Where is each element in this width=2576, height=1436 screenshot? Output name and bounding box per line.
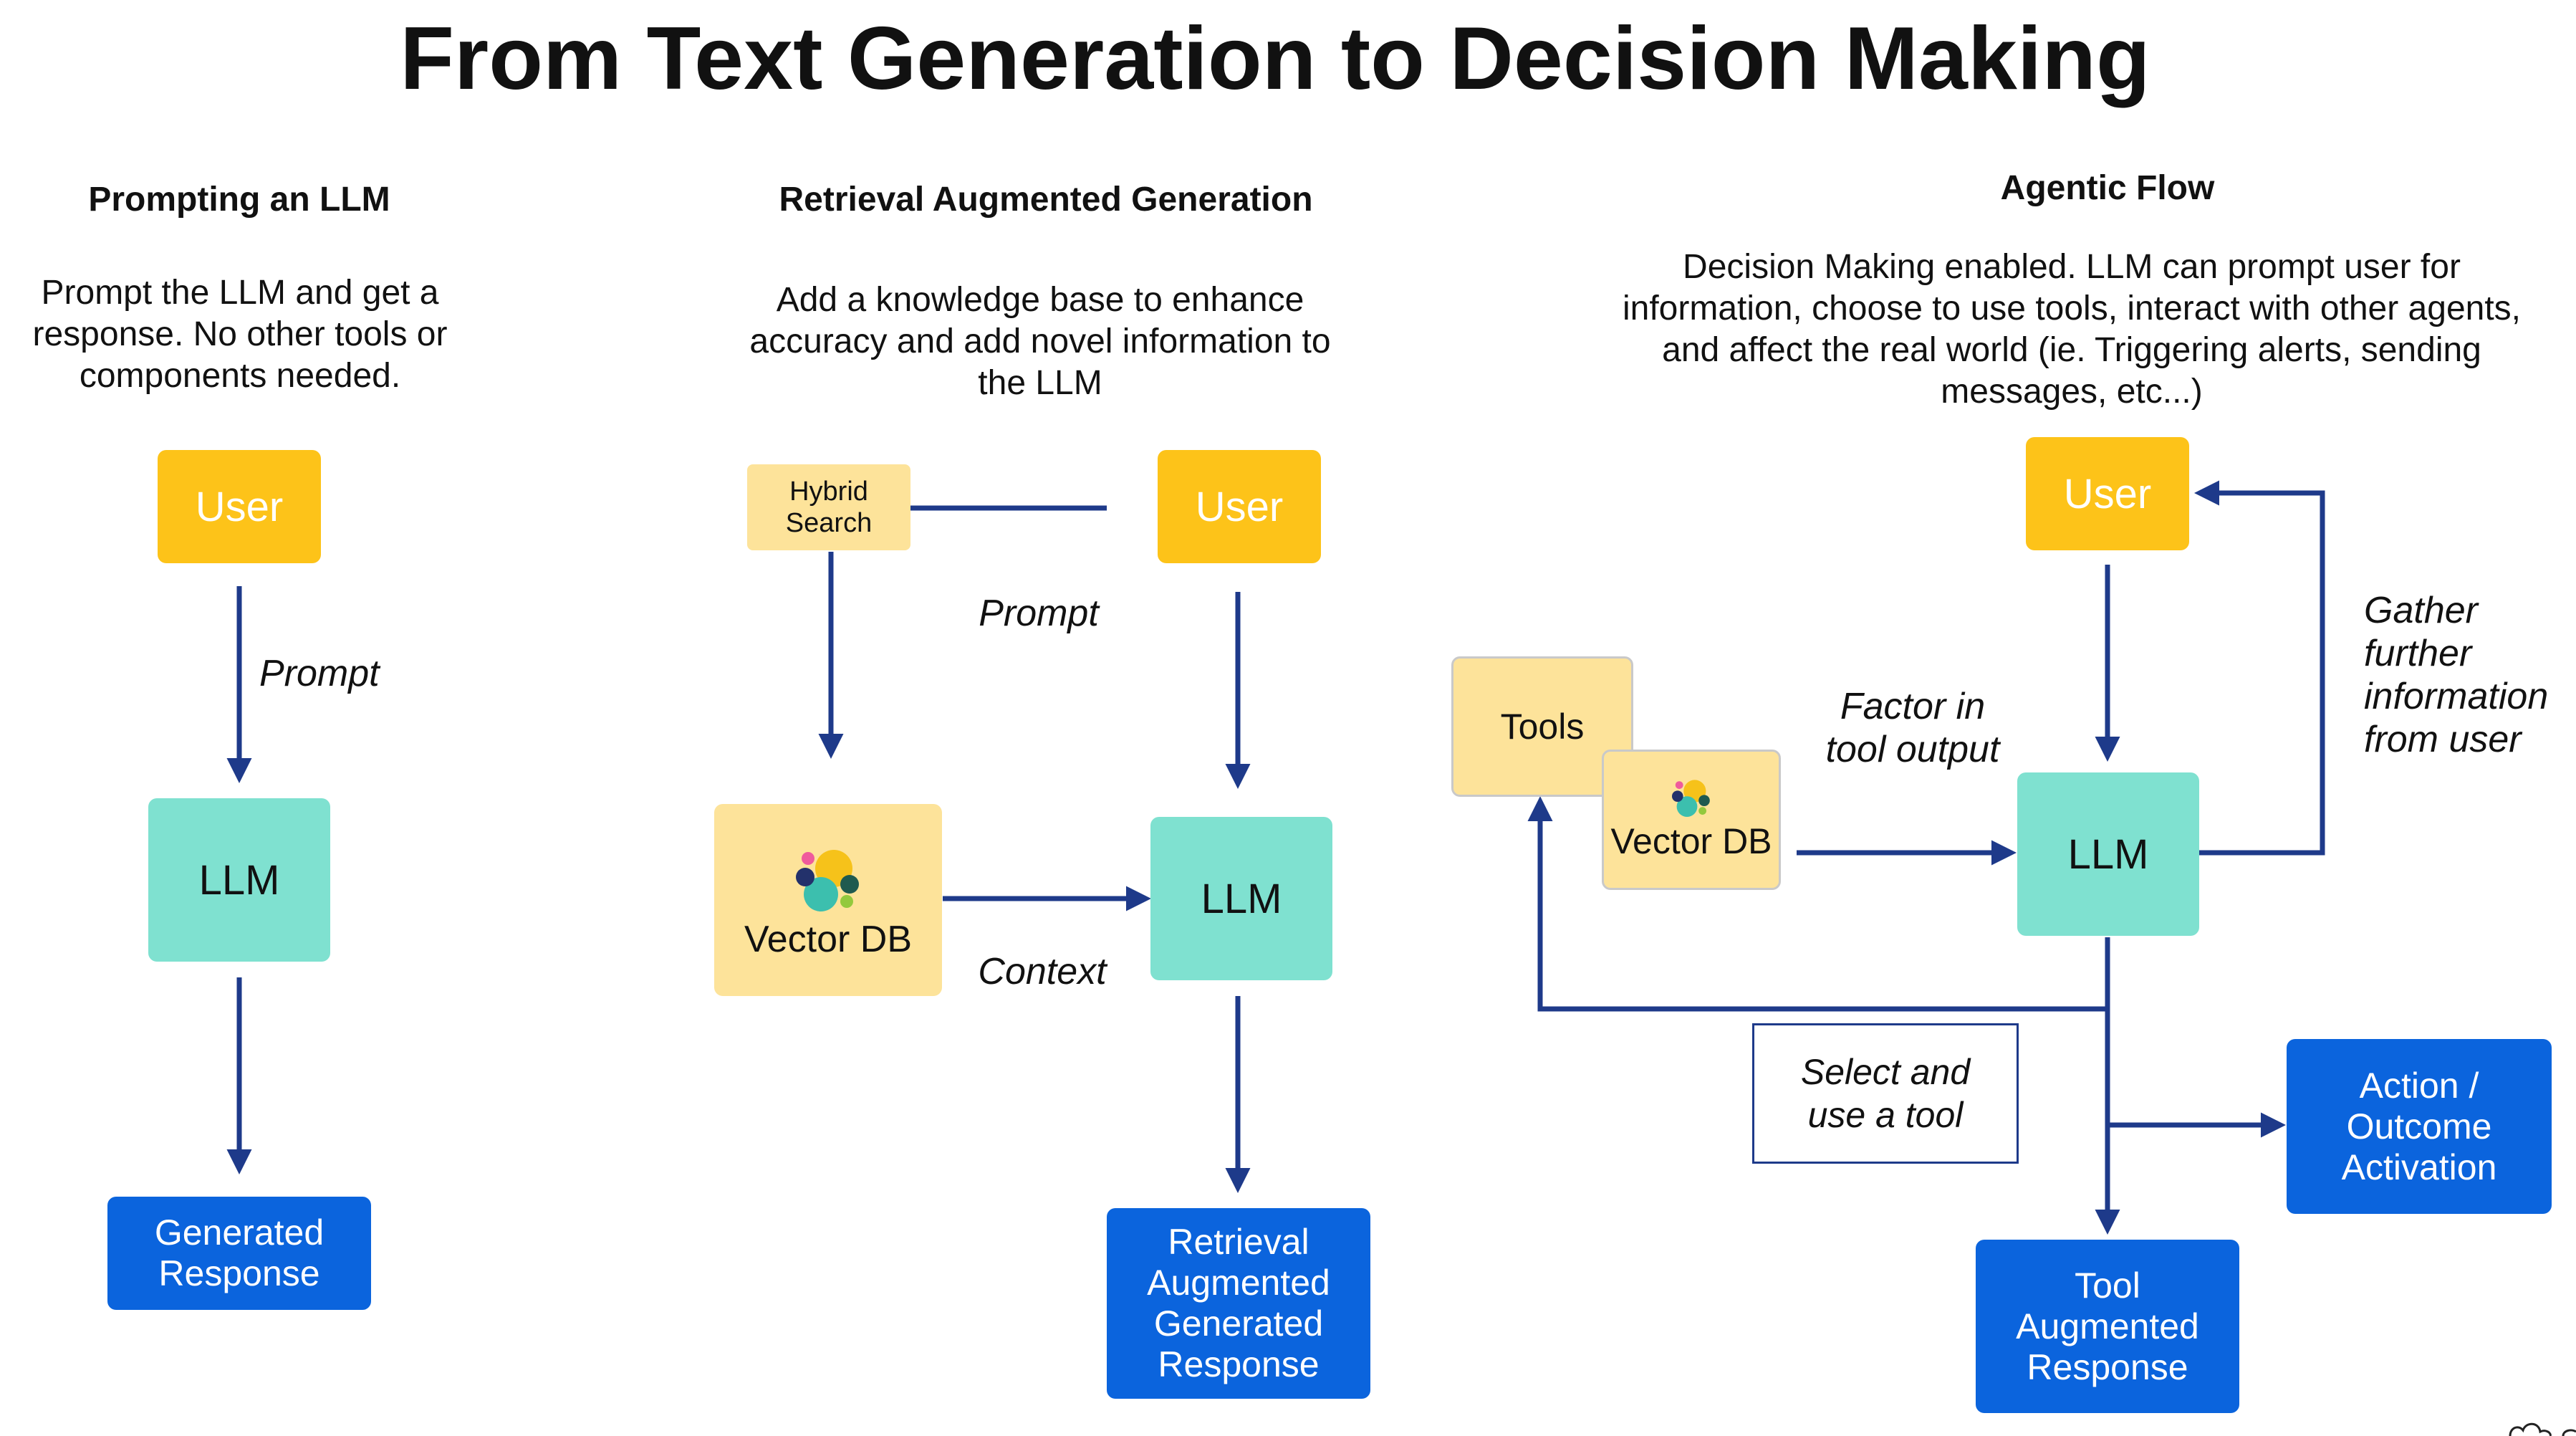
rag-panel-title: Retrieval Augmented Generation — [779, 181, 1313, 219]
prompting-edge-label-prompt: Prompt — [259, 653, 380, 694]
prompting-user-label: User — [195, 483, 284, 530]
agentic-llm-node: LLM — [2017, 772, 2199, 936]
prompting-llm-label: LLM — [198, 856, 280, 904]
cloud-logo-icon — [2509, 1422, 2576, 1436]
agentic-output-label: Tool Augmented Response — [2016, 1265, 2199, 1387]
agentic-edge-label-gather: Gather further information from user — [2364, 590, 2549, 760]
select-tool-label-box: Select and use a tool — [1752, 1023, 2019, 1164]
agentic-user-label: User — [2063, 470, 2152, 517]
action-outcome-node: Action / Outcome Activation — [2287, 1039, 2552, 1214]
arrow-llm-to-tools — [1527, 796, 2110, 1012]
rag-output-node: Retrieval Augmented Generated Response — [1107, 1208, 1370, 1399]
agentic-vector-db-node: Vector DB — [1602, 750, 1781, 890]
agentic-panel-title: Agentic Flow — [2000, 169, 2215, 207]
prompting-output-node: Generated Response — [107, 1197, 371, 1310]
hybrid-search-label: Hybrid Search — [785, 477, 873, 538]
agentic-vector-db-label: Vector DB — [1610, 821, 1772, 861]
rag-vector-db-label: Vector DB — [744, 919, 913, 960]
vector-db-logo-icon — [1672, 780, 1710, 817]
arrow-llm-to-user-feedback — [2194, 480, 2325, 856]
rag-llm-label: LLM — [1201, 875, 1282, 922]
action-outcome-label: Action / Outcome Activation — [2341, 1065, 2497, 1187]
vector-db-logo-icon — [796, 850, 859, 911]
agentic-output-node: Tool Augmented Response — [1976, 1240, 2239, 1413]
rag-user-label: User — [1195, 483, 1284, 530]
rag-vector-db-node: Vector DB — [714, 804, 942, 996]
prompting-user-node: User — [158, 450, 321, 563]
hybrid-search-node: Hybrid Search — [747, 464, 910, 550]
prompting-panel-description: Prompt the LLM and get a response. No ot… — [32, 274, 448, 395]
tools-node: Tools — [1451, 656, 1633, 797]
rag-output-label: Retrieval Augmented Generated Response — [1147, 1222, 1330, 1384]
prompting-output-label: Generated Response — [154, 1212, 325, 1293]
rag-edge-label-context: Context — [978, 951, 1107, 992]
rag-user-node: User — [1158, 450, 1321, 563]
page-title: From Text Generation to Decision Making — [400, 9, 2150, 108]
select-tool-label: Select and use a tool — [1800, 1052, 1971, 1135]
agentic-panel-description: Decision Making enabled. LLM can prompt … — [1622, 248, 2522, 411]
agentic-user-node: User — [2026, 437, 2189, 550]
agentic-llm-label: LLM — [2067, 831, 2149, 878]
prompting-panel-title: Prompting an LLM — [88, 181, 390, 219]
prompting-llm-node: LLM — [148, 798, 330, 962]
rag-panel-description: Add a knowledge base to enhance accuracy… — [749, 281, 1331, 402]
tools-label: Tools — [1500, 707, 1585, 747]
rag-edge-label-prompt: Prompt — [979, 593, 1099, 634]
agentic-edge-label-factor: Factor in tool output — [1825, 686, 2000, 770]
rag-llm-node: LLM — [1150, 817, 1332, 980]
